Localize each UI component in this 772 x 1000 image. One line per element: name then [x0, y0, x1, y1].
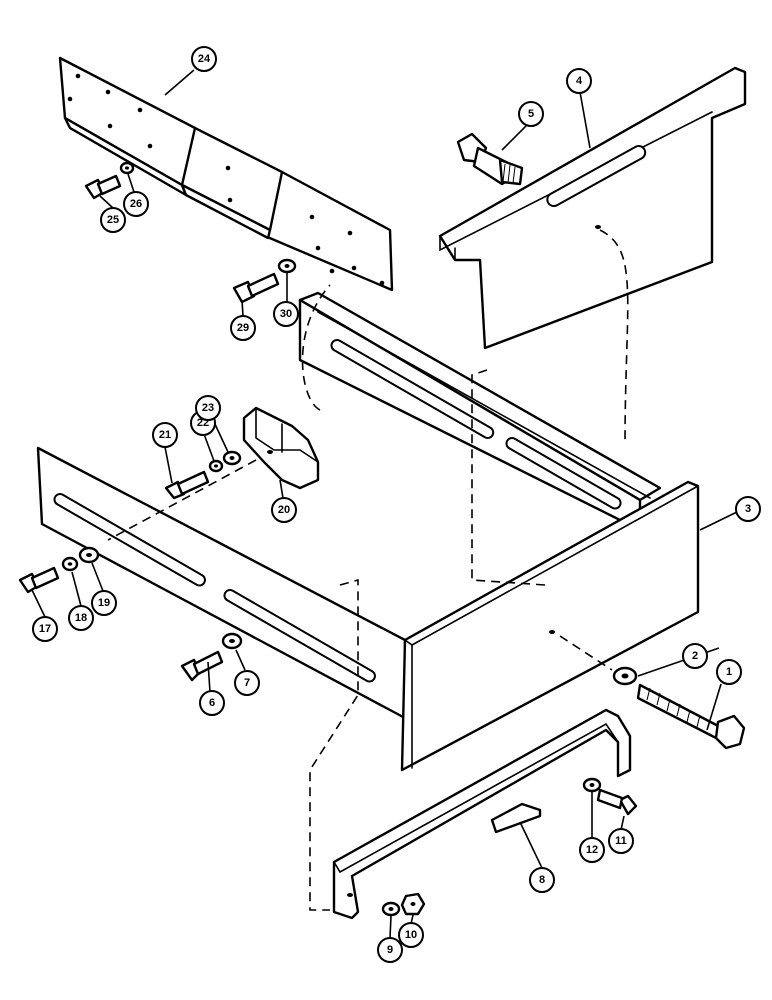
svg-text:2: 2	[692, 650, 698, 662]
part-23-washer	[222, 450, 242, 466]
callout-25: 25	[100, 207, 126, 233]
callout-2: 2	[682, 643, 708, 669]
svg-text:17: 17	[39, 623, 51, 635]
callout-26: 26	[123, 191, 149, 217]
svg-text:12: 12	[586, 844, 598, 856]
callout-29: 29	[230, 315, 256, 341]
part-17-bolt	[18, 566, 60, 594]
part-4-bracket	[438, 66, 747, 350]
callout-5: 5	[518, 101, 544, 127]
callout-23: 23	[195, 395, 221, 421]
part-21-bolt	[164, 470, 210, 500]
svg-text:29: 29	[237, 322, 249, 334]
callout-21: 21	[152, 422, 178, 448]
leader-lines	[31, 69, 738, 939]
callout-12: 12	[579, 837, 605, 863]
callout-4: 4	[566, 68, 592, 94]
svg-text:20: 20	[278, 504, 290, 516]
callout-7: 7	[234, 670, 260, 696]
svg-text:10: 10	[405, 929, 417, 941]
callout-1: 1	[716, 659, 742, 685]
part-30-washer	[277, 258, 297, 274]
svg-text:8: 8	[539, 874, 545, 886]
svg-text:7: 7	[244, 677, 250, 689]
part-8-bracket	[332, 708, 632, 920]
part-3-frame	[36, 291, 700, 772]
callout-8: 8	[529, 867, 555, 893]
svg-text:21: 21	[159, 429, 171, 441]
svg-text:19: 19	[98, 597, 110, 609]
svg-text:11: 11	[615, 835, 627, 847]
assembly-line-frame-to-end	[471, 369, 546, 586]
part-29-bolt	[232, 272, 280, 304]
callout-19: 19	[91, 590, 117, 616]
svg-text:1: 1	[726, 666, 732, 678]
part-11-bolt	[596, 788, 638, 816]
callout-30: 30	[273, 301, 299, 327]
part-20-block	[242, 406, 320, 490]
part-19-washer	[78, 546, 100, 564]
part-2-washer	[612, 666, 638, 686]
svg-text:5: 5	[528, 108, 534, 120]
callout-11: 11	[608, 828, 634, 854]
svg-text:4: 4	[576, 75, 583, 87]
assembly-line-side-to-bracket	[309, 578, 359, 911]
svg-text:3: 3	[745, 503, 751, 515]
svg-text:23: 23	[202, 402, 214, 414]
svg-text:30: 30	[280, 308, 292, 320]
callout-24: 24	[191, 46, 217, 72]
callout-20: 20	[271, 497, 297, 523]
part-26-washer	[119, 161, 135, 175]
part-12-washer	[582, 777, 602, 793]
part-9-washer	[381, 901, 401, 917]
part-7-washer	[221, 632, 243, 650]
assembly-line-4-to-frame	[599, 229, 629, 446]
svg-text:24: 24	[198, 53, 211, 65]
callout-18: 18	[68, 605, 94, 631]
callout-9: 9	[377, 937, 403, 963]
assembly-line-block-slot	[107, 459, 257, 541]
part-1-bolt	[636, 683, 746, 750]
svg-text:9: 9	[387, 944, 393, 956]
assembly-line-washer-hole	[559, 635, 613, 671]
part-25-bolt	[84, 174, 122, 200]
svg-text:18: 18	[75, 612, 87, 624]
part-5-bolt	[456, 132, 524, 186]
callout-10: 10	[398, 922, 424, 948]
svg-text:6: 6	[209, 697, 215, 709]
part-18-washer	[61, 556, 79, 572]
callout-6: 6	[199, 690, 225, 716]
part-22-washer	[208, 459, 224, 473]
part-24-plate	[58, 56, 394, 292]
part-6-bolt	[180, 650, 224, 682]
callout-17: 17	[32, 616, 58, 642]
svg-text:26: 26	[130, 198, 142, 210]
svg-text:25: 25	[107, 214, 119, 226]
assembly-line-block-to-plate	[301, 284, 331, 411]
callout-3: 3	[735, 496, 761, 522]
part-10-nut	[400, 892, 426, 916]
